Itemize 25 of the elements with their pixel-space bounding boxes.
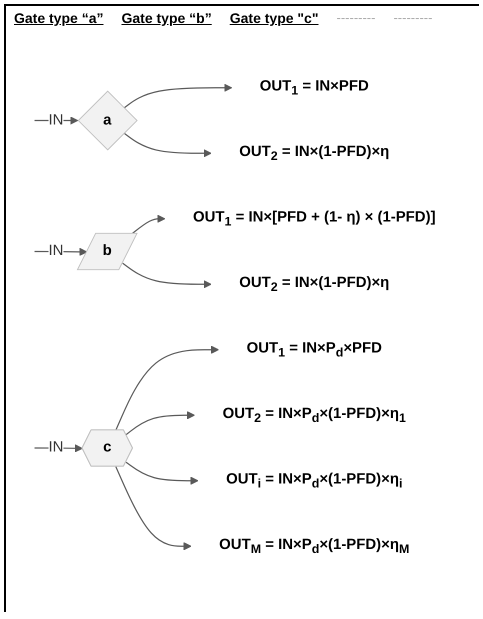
dashed-separator: ---------	[393, 10, 432, 26]
node-text: OUT$_{i}$ = IN×P$_{d}$×(1-PFD)×η$_{i}$	[226, 471, 402, 490]
arrow	[126, 462, 198, 485]
arrow	[124, 84, 232, 108]
arrow	[115, 466, 192, 550]
node-text: OUT$_{2}$ = IN×(1-PFD)×η	[239, 274, 390, 294]
section-heading: Gate type “a”	[14, 10, 104, 26]
node-text: OUT$_{1}$ = IN×[PFD + (1- η) × (1-PFD)]	[192, 209, 436, 228]
edge-label: IN	[48, 440, 64, 456]
node-text: OUT$_{2}$ = IN×P$_{d}$×(1-PFD)×η$_{1}$	[222, 406, 406, 425]
node-text: OUT$_{1}$ = IN×P$_{d}$×PFD	[246, 340, 382, 360]
section-heading: Gate type “b”	[121, 10, 212, 26]
edge-label: IN	[48, 243, 64, 259]
dashed-separator: ---------	[336, 10, 376, 26]
edge-label: IN	[48, 112, 64, 128]
node-text: OUT$_{2}$ = IN×(1-PFD)×η	[239, 144, 390, 163]
node-diamond: a	[78, 90, 138, 151]
arrow	[115, 346, 219, 430]
node-text: OUT$_{1}$ = IN×PFD	[260, 78, 369, 98]
node-text: OUT$_{M}$ = IN×P$_{d}$×(1-PFD)×η$_{M}$	[219, 536, 410, 556]
arrow	[126, 411, 195, 436]
arrow	[132, 214, 166, 234]
arrow	[122, 262, 212, 288]
arrow	[124, 132, 212, 158]
section-heading: Gate type "c"	[230, 10, 318, 26]
